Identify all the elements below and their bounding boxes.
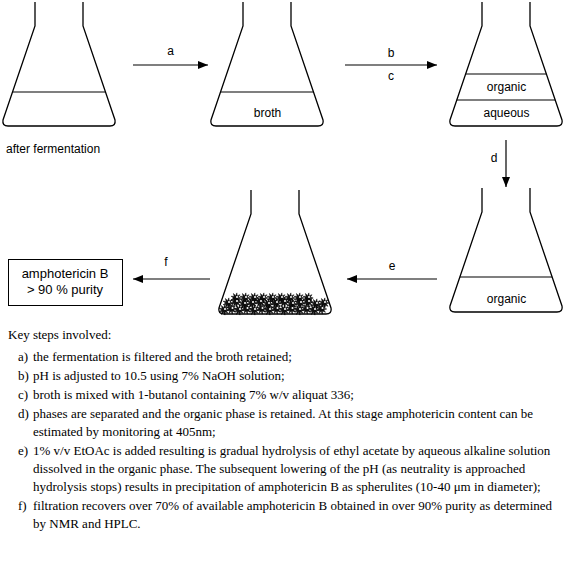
- spherulite-speck: [236, 300, 238, 302]
- spherulite-speck: [324, 301, 326, 303]
- spherulite-speck: [263, 296, 265, 298]
- step-item: a)the fermentation is filtered and the b…: [8, 348, 560, 366]
- step-item: c)broth is mixed with 1-butanol containi…: [8, 386, 560, 404]
- flask: organic aqueous: [449, 2, 564, 127]
- phase-label: broth: [254, 106, 281, 120]
- flask-outline: [450, 188, 562, 312]
- flask-outline: [450, 2, 562, 126]
- spherulite-speck: [292, 302, 294, 304]
- spherulite-speck: [284, 308, 286, 310]
- spherulite: [317, 304, 327, 314]
- spherulite-speck: [281, 296, 283, 298]
- phase-boundary: [13, 91, 106, 92]
- phase-boundary: [460, 276, 552, 277]
- step-arrow: [345, 64, 437, 65]
- spherulite-speck: [316, 302, 318, 304]
- flask-caption: after fermentation: [6, 142, 100, 156]
- spherulite-speck: [284, 300, 286, 302]
- result-box: amphotericin B > 90 % purity: [8, 259, 123, 306]
- step-item: f)filtration recovers over 70% of availa…: [8, 497, 560, 533]
- step-letter: e: [389, 259, 396, 273]
- steps-heading: Key steps involved:: [8, 326, 560, 344]
- step-letter: f: [164, 255, 167, 269]
- step-text: broth is mixed with 1-butanol containing…: [33, 386, 560, 404]
- step-marker: b): [8, 367, 33, 385]
- phase-label: organic: [487, 292, 526, 306]
- phase-label: organic: [487, 80, 526, 94]
- flask-outline: [211, 2, 323, 126]
- phase-boundary: [221, 91, 314, 92]
- step-text: the fermentation is filtered and the bro…: [33, 348, 560, 366]
- flask-precipitate: [219, 190, 331, 314]
- spherulite-speck: [232, 307, 234, 309]
- step-text: pH is adjusted to 10.5 using 7% NaOH sol…: [33, 367, 560, 385]
- phase-boundary: [466, 73, 547, 74]
- phase-boundary: [457, 99, 555, 100]
- spherulite-speck: [262, 307, 264, 309]
- spherulite-speck: [299, 296, 301, 298]
- flask-outline: [219, 190, 331, 314]
- spherulite-speck: [292, 307, 294, 309]
- step-item: b)pH is adjusted to 10.5 using 7% NaOH s…: [8, 367, 560, 385]
- spherulite-speck: [269, 308, 271, 310]
- key-steps: Key steps involved: a)the fermentation is…: [8, 326, 560, 533]
- spherulite-speck: [299, 308, 301, 310]
- step-marker: a): [8, 348, 33, 366]
- spherulite-speck: [245, 296, 247, 298]
- spherulite-speck: [272, 296, 274, 298]
- spherulite-speck: [307, 307, 309, 309]
- result-text: amphotericin B > 90 % purity: [21, 266, 109, 298]
- spherulites: [219, 293, 329, 315]
- flask: organic: [449, 188, 564, 313]
- step-arrow: [133, 278, 210, 279]
- spherulite-speck: [247, 307, 249, 309]
- step-letter: d: [491, 151, 498, 165]
- step-letter: c: [388, 69, 394, 83]
- flask: broth: [210, 2, 325, 127]
- step-letter: b: [388, 46, 395, 60]
- flask: after fermentation: [2, 2, 117, 127]
- spherulite-speck: [228, 301, 230, 303]
- spherulite-speck: [252, 301, 254, 303]
- step-marker: e): [8, 442, 33, 496]
- spherulite-speck: [254, 296, 256, 298]
- spherulite-speck: [276, 301, 278, 303]
- spherulite-speck: [300, 301, 302, 303]
- step-arrow: [505, 140, 506, 187]
- step-item: d)phases are separated and the organic p…: [8, 405, 560, 441]
- spherulite-speck: [308, 296, 310, 298]
- spherulite-speck: [254, 308, 256, 310]
- spherulite-speck: [314, 308, 316, 310]
- spherulite-speck: [308, 300, 310, 302]
- flask-outline: [3, 2, 115, 126]
- spherulite-speck: [277, 307, 279, 309]
- spherulite-speck: [322, 307, 324, 309]
- spherulite-speck: [239, 308, 241, 310]
- spherulite-speck: [244, 302, 246, 304]
- phase-label: aqueous: [483, 106, 529, 120]
- spherulite-speck: [290, 296, 292, 298]
- spherulite-speck: [224, 308, 226, 310]
- spherulite-speck: [236, 296, 238, 298]
- step-marker: f): [8, 497, 33, 533]
- spherulite-speck: [268, 302, 270, 304]
- spherulite-speck: [260, 300, 262, 302]
- step-item: e)1% v/v EtOAc is added resulting is gra…: [8, 442, 560, 496]
- step-text: 1% v/v EtOAc is added resulting is gradu…: [33, 442, 560, 496]
- step-text: phases are separated and the organic pha…: [33, 405, 560, 441]
- step-marker: c): [8, 386, 33, 404]
- step-letter: a: [167, 44, 174, 58]
- step-marker: d): [8, 405, 33, 441]
- step-text: filtration recovers over 70% of availabl…: [33, 497, 560, 533]
- step-arrow: [133, 64, 208, 65]
- flask-shape: [2, 2, 117, 127]
- step-arrow: [347, 278, 437, 279]
